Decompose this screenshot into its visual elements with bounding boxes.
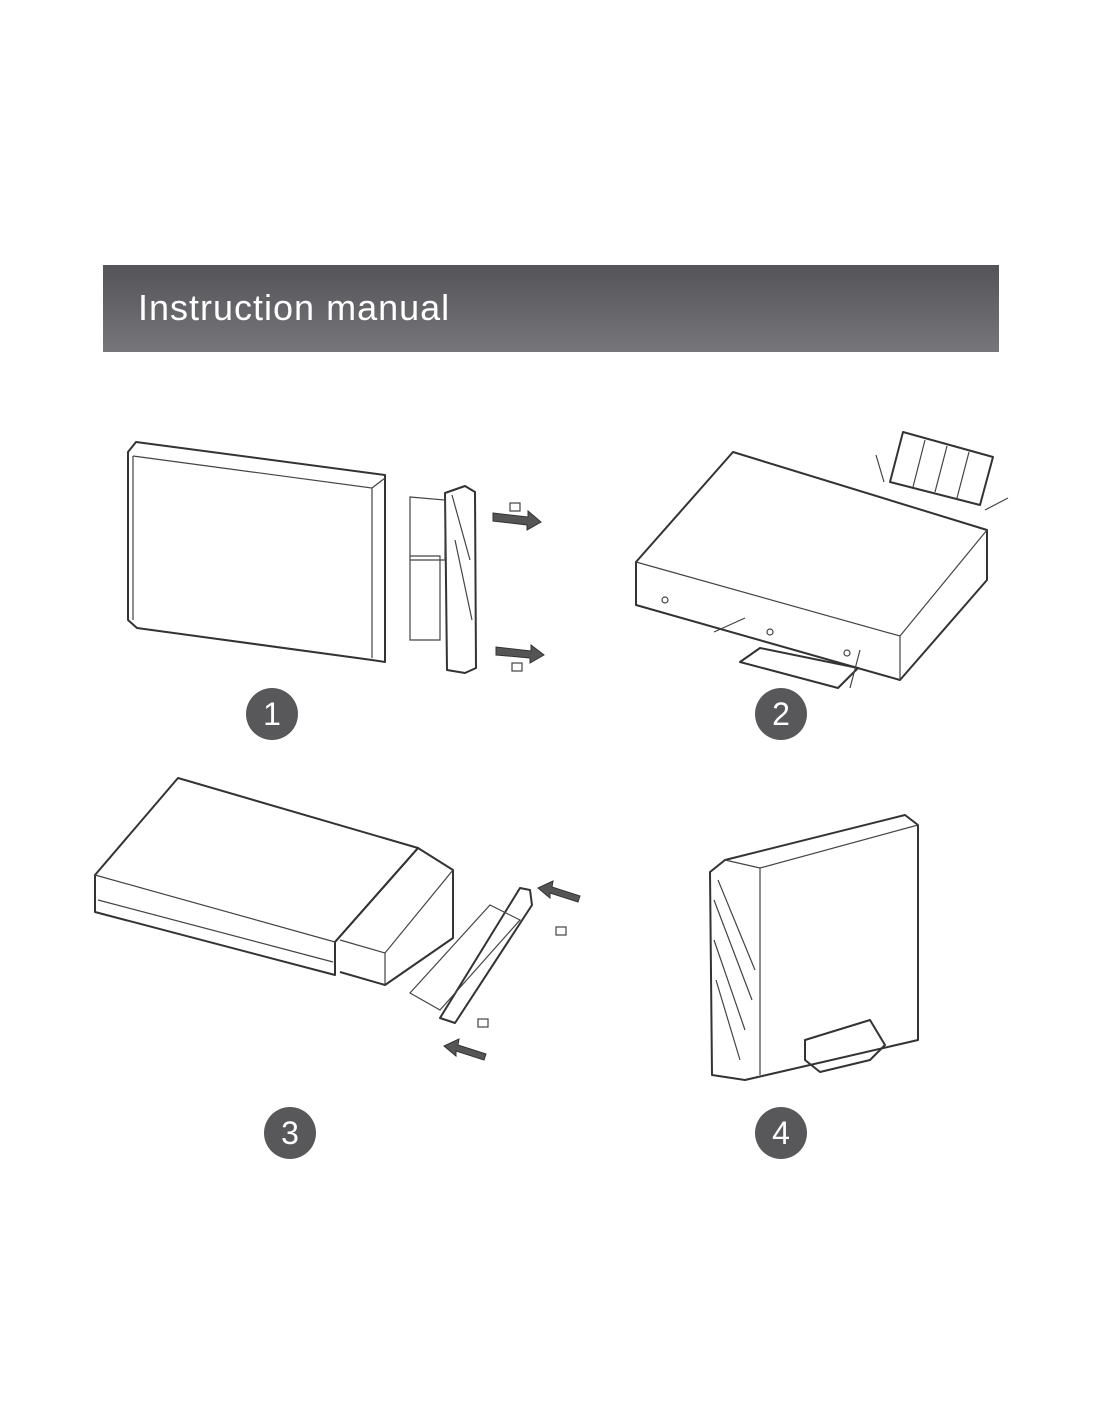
step-badge-2: 2 [755,688,807,740]
step-2-illustration [635,431,1009,689]
step-3-illustration [94,777,581,1061]
step-badge-4: 4 [755,1107,807,1159]
step-badge-3: 3 [264,1107,316,1159]
step-4-illustration [709,814,919,1081]
step-badge-1: 1 [246,688,298,740]
page-title: Instruction manual [138,287,451,328]
step-1-illustration [127,441,545,674]
title-banner: Instruction manual [103,265,999,352]
